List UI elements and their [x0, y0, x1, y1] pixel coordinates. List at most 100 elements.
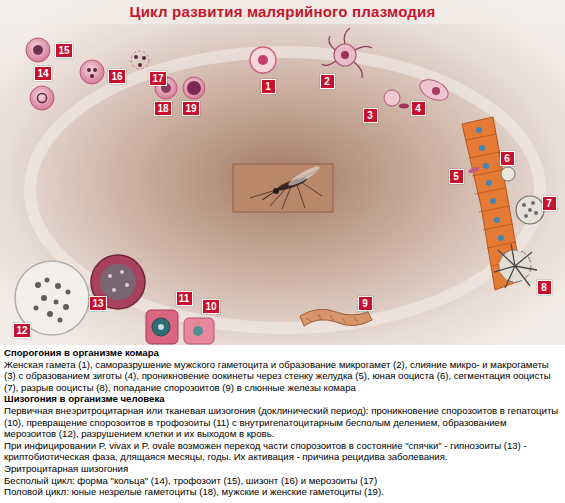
callout-number: 11	[176, 291, 193, 306]
callout-number: 19	[182, 101, 200, 116]
nucleus	[490, 198, 496, 204]
description-text: Женская гамета (1), саморазрушение мужск…	[4, 359, 561, 394]
callout-number: 6	[500, 151, 515, 166]
female-gamete	[250, 47, 276, 73]
callout-number-text: 16	[111, 71, 122, 82]
segment	[534, 211, 538, 215]
merozoite	[55, 283, 61, 289]
flagella	[322, 28, 372, 78]
segment	[522, 203, 526, 207]
macrogamete	[384, 90, 400, 106]
ring-form	[30, 86, 54, 110]
parasite	[33, 45, 43, 55]
nucleus	[486, 180, 492, 186]
callout-number-text: 12	[16, 325, 27, 336]
merozoite	[134, 55, 138, 59]
callout-number-text: 2	[324, 76, 330, 87]
callout-number: 1	[261, 79, 276, 94]
young-oocyst	[501, 167, 515, 181]
callout-number-text: 3	[367, 110, 373, 121]
photo-frame	[233, 164, 333, 212]
merozoite	[58, 318, 63, 323]
nucleus	[158, 324, 164, 330]
callout-number-text: 8	[541, 282, 547, 293]
ring	[38, 94, 47, 103]
sporozoites	[494, 244, 537, 288]
trophozoite	[26, 38, 50, 62]
schizont	[80, 60, 104, 84]
segments	[522, 201, 538, 218]
cell	[250, 47, 276, 73]
cell	[334, 44, 356, 66]
callout-number-text: 7	[546, 198, 552, 209]
nucleus	[483, 163, 489, 169]
callout-number-text: 6	[504, 153, 510, 164]
nucleus	[498, 235, 504, 241]
callout-number-text: 11	[179, 293, 190, 304]
callout-number: 15	[55, 43, 73, 58]
merozoite	[138, 63, 142, 67]
nucleus	[193, 326, 203, 336]
merozoite	[90, 74, 94, 78]
merozoite	[63, 304, 69, 310]
skin	[233, 164, 333, 212]
erythrocyte	[26, 38, 50, 62]
cycle-track	[30, 52, 540, 328]
title-area: Цикл развития малярийного плазмодия	[0, 3, 565, 21]
callout-number: 13	[89, 296, 107, 311]
description-area: Спорогония в организме комараЖенская гам…	[4, 347, 561, 498]
callout-number: 3	[363, 108, 378, 123]
merozoite	[66, 290, 71, 295]
speckle	[108, 274, 112, 278]
salivary-gland	[300, 309, 372, 326]
callout-number-text: 9	[362, 298, 368, 309]
merozoite	[45, 278, 50, 283]
merozoite	[35, 282, 41, 288]
ookinete	[468, 166, 481, 175]
merozoite	[142, 56, 146, 60]
callout-number: 2	[320, 74, 335, 89]
nucleus	[258, 55, 268, 65]
callout-number-text: 5	[453, 171, 459, 182]
description-text: Бесполый цикл: форма "кольца" (14), троф…	[4, 475, 561, 487]
gland-segments	[306, 314, 358, 323]
proboscis	[262, 192, 274, 200]
merozoite	[34, 306, 39, 311]
callout-number: 12	[13, 323, 31, 338]
callout-number-text: 18	[157, 103, 168, 114]
callout-number-text: 14	[37, 68, 48, 79]
oocyst	[516, 196, 544, 224]
speckle	[125, 283, 129, 287]
callout-number-text: 17	[152, 73, 163, 84]
trophozoite	[152, 318, 170, 336]
mature-gametocyte	[183, 77, 205, 99]
callout-number: 17	[149, 71, 167, 86]
description-text: Половой цикл: юные незрелые гаметоциты (…	[4, 486, 561, 498]
hypnozoite-cell	[91, 255, 145, 309]
erythrocyte	[30, 86, 54, 110]
merozoite	[93, 68, 97, 72]
segment	[524, 214, 528, 218]
callout-number: 18	[154, 101, 172, 116]
nucleus	[479, 145, 485, 151]
hepatocyte-trophozoite	[146, 310, 178, 344]
callout-number: 10	[202, 299, 220, 314]
description-text: Эритроцитарная шизогония	[4, 463, 561, 475]
segmenting-oocyst	[516, 196, 544, 224]
callout-number: 8	[537, 280, 552, 295]
callout-number: 14	[34, 66, 52, 81]
hepatocyte	[184, 318, 214, 344]
merozoite	[47, 311, 53, 317]
nucleus	[341, 51, 349, 59]
callout-number-text: 15	[58, 45, 69, 56]
speckles	[108, 270, 129, 292]
description-text: При инфицировании P. vivax и P. ovale во…	[4, 440, 561, 463]
merozoite	[54, 300, 59, 305]
erythrocyte	[183, 77, 205, 99]
node-area: 12345678910111213141516171819	[0, 0, 565, 345]
segment	[528, 208, 532, 212]
mosquito-wing	[286, 164, 321, 189]
section-heading: Спорогония в организме комара	[4, 347, 561, 359]
gamete-fusion	[384, 90, 409, 109]
diagram-title: Цикл развития малярийного плазмодия	[130, 3, 436, 20]
